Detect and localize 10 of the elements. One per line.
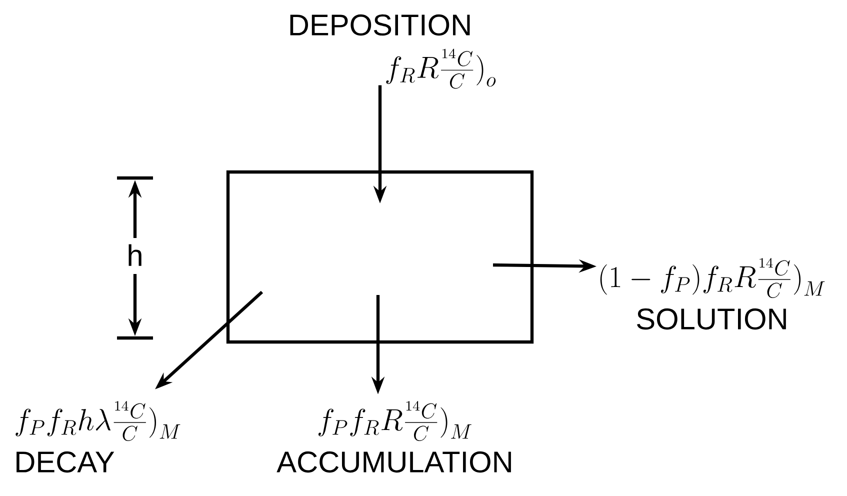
edge-label: $f_R R\frac{{}^{14}C}{C}\Big)_o$ [386,48,496,89]
formula: $(1-f_P)f_R R\frac{{}^{14}C}{C}\Big)_M$ [600,258,825,298]
text-label: SOLUTION [637,308,786,330]
formula: $f_P f_R h\lambda\frac{{}^{14}C}{C}\Big)_M$ [16,401,180,442]
formula: $f_P f_R R\frac{{}^{14}C}{C}\Big)_M$ [318,401,472,442]
box [226,170,534,344]
text-label: DECAY [16,451,114,473]
text-label: ACCUMULATION [276,451,511,473]
dimension-label: h [128,244,142,266]
text-label: DEPOSITION [290,14,470,36]
